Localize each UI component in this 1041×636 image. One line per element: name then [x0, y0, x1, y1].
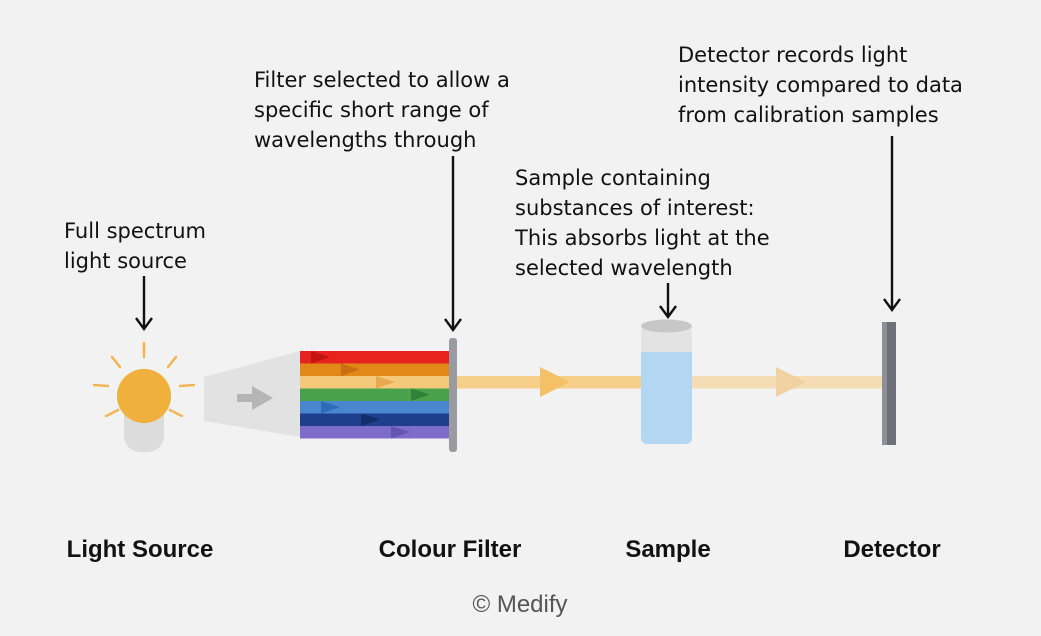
light-source-pointer-arrow: [135, 276, 153, 332]
beam-arrow-icon: [540, 367, 570, 397]
sun-icon: [117, 369, 171, 423]
annotation-line: Full spectrum: [64, 219, 206, 243]
annotation-line: substances of interest:: [515, 196, 755, 220]
sample-label: Sample: [625, 536, 711, 563]
band-red: [300, 351, 452, 364]
collimator-lens: [204, 351, 300, 437]
sample-liquid: [641, 352, 692, 444]
annotation-line: intensity compared to data: [678, 73, 963, 97]
annotation-line: light source: [64, 249, 187, 273]
lens-arrow-icon: [237, 386, 273, 410]
pointer-arrows: [135, 136, 901, 333]
spectrum-bands: [300, 351, 452, 439]
annotation-line: selected wavelength: [515, 256, 733, 280]
band-arrows: [311, 351, 430, 439]
light-source-label: Light Source: [66, 536, 214, 563]
annotation-line: Filter selected to allow a: [254, 68, 510, 92]
annotation-line: wavelengths through: [254, 128, 477, 152]
annotation-line: Sample containing: [515, 166, 711, 190]
sample-pointer-arrow: [659, 283, 677, 320]
annotation-line: Detector records light: [678, 43, 908, 67]
band-violet: [300, 426, 452, 439]
annotation-line: This absorbs light at the: [515, 226, 770, 250]
detector-pointer-arrow: [883, 136, 901, 313]
colour-filter-bar: [449, 338, 457, 452]
filter-annotation: Filter selected to allow a specific shor…: [254, 65, 510, 155]
light-source-annotation: Full spectrum light source: [64, 216, 206, 276]
colour-filter-label: Colour Filter: [378, 536, 522, 563]
filter-pointer-arrow: [444, 156, 462, 333]
sun-rays: [92, 341, 196, 418]
beam-arrow-faded-icon: [776, 367, 806, 397]
band-orange: [300, 363, 452, 376]
light-source: [92, 341, 196, 452]
detector-annotation: Detector records light intensity compare…: [678, 40, 963, 130]
annotation-line: from calibration samples: [678, 103, 939, 127]
copyright-notice: © Medify: [472, 591, 568, 618]
detector-label: Detector: [843, 536, 941, 563]
sample-annotation: Sample containing substances of interest…: [515, 163, 770, 283]
band-blue: [300, 401, 452, 414]
sample-cuvette: [641, 319, 692, 444]
detector-plate: [882, 322, 896, 445]
cuvette-top: [641, 319, 692, 333]
annotation-line: specific short range of: [254, 98, 489, 122]
